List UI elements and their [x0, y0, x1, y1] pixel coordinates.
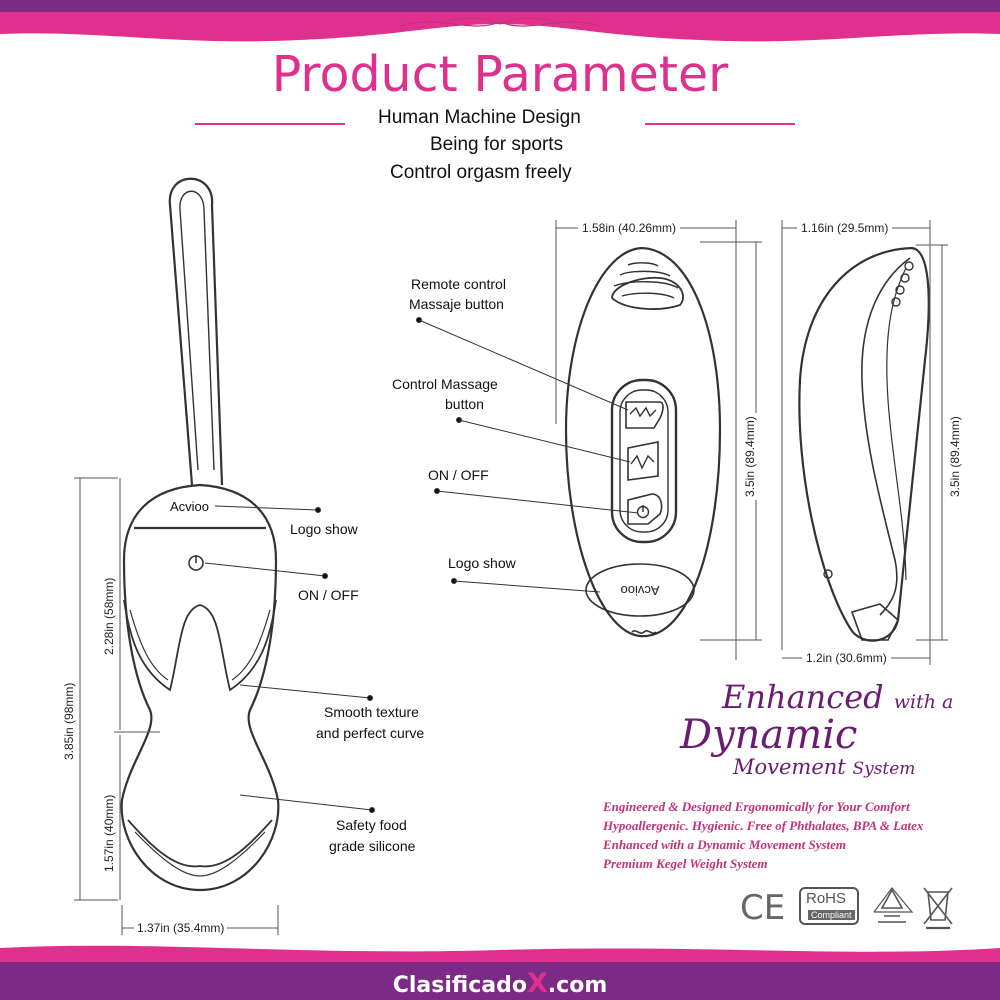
callout-remote-on-off: ON / OFF — [428, 467, 489, 483]
callout-texture-1: Smooth texture — [324, 704, 419, 720]
callout-remote-2: Massaje button — [409, 296, 504, 312]
weee-bin-icon — [927, 891, 949, 921]
remote-front-outline — [564, 246, 722, 638]
feature-line-1: Engineered & Designed Ergonomically for … — [603, 799, 910, 814]
page-title: Product Parameter — [271, 46, 729, 103]
dim-total-height: 3.85in (98mm) — [62, 682, 76, 760]
callout-logo-show: Logo show — [290, 521, 358, 537]
device-logo-text: Acvioo — [170, 499, 210, 514]
feature-line-3: Enhanced with a Dynamic Movement System — [603, 837, 847, 852]
dim-lower-height: 1.57in (40mm) — [102, 794, 116, 872]
callout-texture-2: and perfect curve — [316, 725, 425, 741]
dim-remote-height: 3.5in (89.4mm) — [743, 413, 757, 500]
feature-line-4: Premium Kegel Weight System — [603, 856, 768, 871]
headline-enhanced: Enhanced with a — [722, 678, 954, 716]
dim-width: 1.37in (35.4mm) — [134, 921, 228, 935]
retrieval-loop — [168, 177, 224, 486]
headline-movement: Movement System — [733, 755, 916, 779]
remote-side-dimensions — [781, 220, 948, 665]
callout-material-2: grade silicone — [329, 838, 416, 854]
callout-remote-logo: Logo show — [448, 555, 516, 571]
feature-line-2: Hypoallergenic. Hygienic. Free of Phthal… — [603, 818, 924, 833]
rohs-compliant-label: Compliant — [808, 910, 855, 920]
remote-logo-text: Acvioo — [620, 583, 659, 598]
footer-brand[interactable]: ClasificadoX.com — [392, 968, 608, 999]
recycle-icon — [878, 888, 906, 923]
ce-mark: CE — [740, 888, 786, 928]
subtitle-line-1: Human Machine Design — [378, 107, 581, 128]
dim-side-bottom-width: 1.2in (30.6mm) — [802, 651, 891, 665]
kegel-device-drawing — [120, 177, 280, 892]
headline-dynamic: Dynamic — [680, 712, 858, 758]
callout-control-1: Control Massage — [392, 376, 498, 392]
top-purple-band — [0, 0, 1000, 12]
remote-side-outline — [798, 246, 930, 642]
dim-remote-width: 1.58in (40.26mm) — [578, 221, 681, 235]
subtitle-line-2: Being for sports — [430, 134, 564, 155]
remote-callout-lines — [416, 317, 639, 593]
top-ornament — [399, 21, 601, 27]
certification-icons — [799, 887, 953, 930]
callout-control-2: button — [445, 396, 484, 412]
left-callout-lines — [204, 505, 375, 813]
callout-remote-1: Remote control — [411, 276, 506, 292]
dim-side-height: 3.5in (89.4mm) — [948, 413, 962, 500]
dim-side-top-width: 1.16in (29.5mm) — [797, 221, 893, 235]
dim-upper-height: 2.28in (58mm) — [102, 577, 116, 655]
rohs-label: RoHS — [806, 890, 847, 907]
subtitle-line-3: Control orgasm freely — [390, 162, 572, 183]
bottom-purple-band — [0, 962, 1000, 1000]
callout-material-1: Safety food — [336, 817, 407, 833]
callout-on-off: ON / OFF — [298, 587, 359, 603]
device-body-outline — [120, 483, 280, 892]
rohs-badge — [799, 887, 859, 925]
remote-side-drawing — [798, 246, 930, 642]
top-magenta-wave — [0, 12, 1000, 42]
remote-front-drawing — [564, 246, 722, 638]
